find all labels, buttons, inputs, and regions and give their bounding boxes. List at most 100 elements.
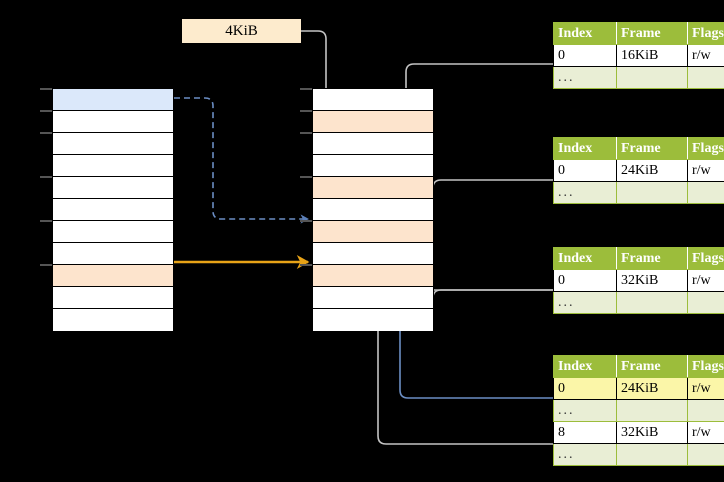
page-table-3-body: 0 32KiB r/w ... <box>553 269 724 314</box>
table-row[interactable]: ... <box>553 399 724 422</box>
memory-cell[interactable] <box>53 243 173 265</box>
row-tick <box>40 220 52 222</box>
table-row[interactable]: ... <box>553 291 724 314</box>
row-tick <box>40 176 52 178</box>
row-tick <box>300 264 312 266</box>
row-tick <box>300 220 312 222</box>
column-header-frame: Frame <box>616 247 688 270</box>
cell-frame <box>616 181 688 204</box>
memory-cell[interactable] <box>313 177 433 199</box>
memory-cell[interactable] <box>313 133 433 155</box>
column-header-flags: Flags <box>687 137 724 160</box>
cell-flags <box>687 291 724 314</box>
memory-cell[interactable] <box>313 243 433 265</box>
virtual-address-space-column <box>52 88 174 331</box>
cell-frame <box>616 399 688 422</box>
cell-index: ... <box>553 399 617 422</box>
cell-index: 0 <box>553 159 617 182</box>
table-row[interactable]: 0 24KiB r/w <box>553 377 724 400</box>
cell-flags <box>687 443 724 466</box>
memory-cell[interactable] <box>53 265 173 287</box>
column-header-frame: Frame <box>616 137 688 160</box>
cell-frame <box>616 291 688 314</box>
memory-cell[interactable] <box>53 89 173 111</box>
column-header-frame: Frame <box>616 355 688 378</box>
memory-cell[interactable] <box>313 89 433 111</box>
table-header-row: Index Frame Flags <box>553 22 724 45</box>
cell-frame <box>616 66 688 89</box>
row-tick <box>40 110 52 112</box>
row-tick <box>40 88 52 90</box>
cell-flags <box>687 181 724 204</box>
cell-index: 8 <box>553 421 617 444</box>
memory-cell[interactable] <box>313 155 433 177</box>
table-row[interactable]: ... <box>553 443 724 466</box>
row-tick <box>40 132 52 134</box>
page-table-4[interactable]: Index Frame Flags 0 24KiB r/w ... 8 32Ki… <box>553 355 724 466</box>
page-table-4-body: 0 24KiB r/w ... 8 32KiB r/w ... <box>553 377 724 466</box>
cell-frame: 16KiB <box>616 44 688 67</box>
page-size-label: 4KiB <box>182 19 301 43</box>
memory-cell[interactable] <box>313 199 433 221</box>
column-header-frame: Frame <box>616 22 688 45</box>
memory-cell[interactable] <box>53 177 173 199</box>
memory-cell[interactable] <box>53 309 173 331</box>
cell-flags: r/w <box>687 269 724 292</box>
connector-table2-to-frame6-seg <box>432 179 553 218</box>
table-header-row: Index Frame Flags <box>553 247 724 270</box>
cell-index: ... <box>553 291 617 314</box>
cell-flags: r/w <box>687 159 724 182</box>
cell-index: 0 <box>553 377 617 400</box>
cell-frame: 24KiB <box>616 377 688 400</box>
column-header-index: Index <box>553 137 617 160</box>
cell-flags <box>687 66 724 89</box>
table-row[interactable]: ... <box>553 181 724 204</box>
memory-cell[interactable] <box>313 287 433 309</box>
page-table-2[interactable]: Index Frame Flags 0 24KiB r/w ... <box>553 137 724 204</box>
cell-frame: 24KiB <box>616 159 688 182</box>
memory-cell[interactable] <box>53 287 173 309</box>
table-row[interactable]: 8 32KiB r/w <box>553 421 724 444</box>
memory-cell[interactable] <box>53 133 173 155</box>
column-header-index: Index <box>553 247 617 270</box>
cell-index: 0 <box>553 44 617 67</box>
cell-index: ... <box>553 181 617 204</box>
memory-cell[interactable] <box>313 111 433 133</box>
cell-flags: r/w <box>687 421 724 444</box>
cell-flags: r/w <box>687 377 724 400</box>
page-table-2-body: 0 24KiB r/w ... <box>553 159 724 204</box>
row-tick <box>40 264 52 266</box>
table-row[interactable]: ... <box>553 66 724 89</box>
table-header-row: Index Frame Flags <box>553 137 724 160</box>
row-tick <box>300 176 312 178</box>
row-tick <box>300 88 312 90</box>
table-row[interactable]: 0 24KiB r/w <box>553 159 724 182</box>
memory-cell[interactable] <box>53 111 173 133</box>
table-row[interactable]: 0 32KiB r/w <box>553 269 724 292</box>
memory-cell[interactable] <box>53 221 173 243</box>
page-table-3[interactable]: Index Frame Flags 0 32KiB r/w ... <box>553 247 724 314</box>
cell-flags: r/w <box>687 44 724 67</box>
memory-cell[interactable] <box>313 309 433 331</box>
cell-frame: 32KiB <box>616 421 688 444</box>
cell-frame <box>616 443 688 466</box>
row-tick <box>300 110 312 112</box>
cell-flags <box>687 399 724 422</box>
memory-cell[interactable] <box>53 199 173 221</box>
column-header-flags: Flags <box>687 22 724 45</box>
column-header-index: Index <box>553 22 617 45</box>
cell-frame: 32KiB <box>616 269 688 292</box>
page-table-1[interactable]: Index Frame Flags 0 16KiB r/w ... <box>553 22 724 89</box>
memory-cell[interactable] <box>53 155 173 177</box>
table-row[interactable]: 0 16KiB r/w <box>553 44 724 67</box>
column-header-index: Index <box>553 355 617 378</box>
cell-index: 0 <box>553 269 617 292</box>
connector-table3-seg <box>432 289 553 300</box>
column-header-flags: Flags <box>687 355 724 378</box>
memory-cell[interactable] <box>313 221 433 243</box>
table-header-row: Index Frame Flags <box>553 355 724 378</box>
connector-vpage0-to-frame6 <box>174 97 309 224</box>
memory-cell[interactable] <box>313 265 433 287</box>
row-tick <box>300 132 312 134</box>
